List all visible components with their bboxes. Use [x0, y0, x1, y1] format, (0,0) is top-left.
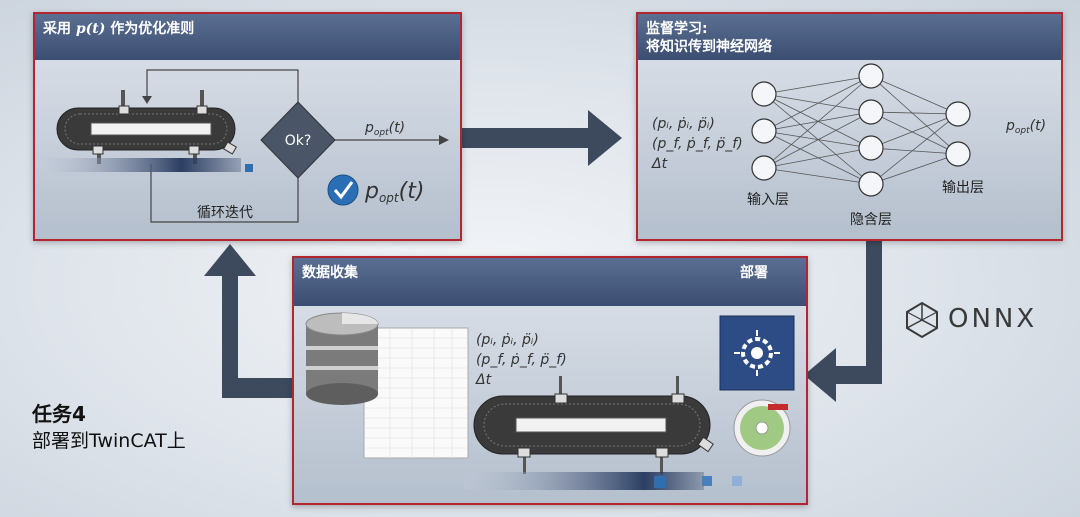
motion-strip	[41, 158, 241, 172]
nn-connections	[763, 75, 959, 185]
arrow-left-up	[204, 244, 294, 398]
database-icon	[305, 312, 379, 405]
input-param-3: Δt	[651, 156, 668, 172]
output-layer-label: 输出层	[942, 180, 984, 196]
twincat-disc-icon	[733, 399, 791, 457]
data-collection-title: 数据收集	[302, 265, 358, 281]
deploy-param-1: (pᵢ, ṗᵢ, p̈ᵢ)	[476, 332, 539, 348]
input-param-1: (pᵢ, ṗᵢ, p̈ᵢ)	[652, 116, 715, 132]
task-title: 任务4	[32, 402, 86, 426]
hidden-layer-label: 隐含层	[850, 212, 892, 228]
input-layer-label: 输入层	[747, 192, 789, 208]
loop-label: 循环迭代	[197, 205, 253, 221]
panel-supervised-title: 监督学习: 将知识传到神经网络	[638, 14, 1061, 60]
check-label: popt(t)	[364, 179, 424, 205]
panel-optimization-title: 采用 p(t) 作为优化准则	[35, 14, 460, 60]
optimization-diagram: Ok? popt(t) popt(t) 循环迭代	[41, 69, 449, 223]
spreadsheet-icon	[363, 327, 469, 459]
deployment-diagram: (pᵢ, ṗᵢ, p̈ᵢ) (p_f, ṗ_f, p̈_f) Δt	[305, 312, 795, 490]
arrow-down-left	[804, 240, 882, 402]
nn-nodes	[751, 63, 971, 197]
deploy-param-2: (p_f, ṗ_f, p̈_f)	[476, 352, 567, 368]
title-math: p(t)	[75, 21, 106, 37]
output-label: popt(t)	[364, 120, 405, 138]
decision-diamond	[260, 101, 336, 179]
input-param-2: (p_f, ṗ_f, p̈_f)	[652, 136, 743, 152]
panel-optimization: 采用 p(t) 作为优化准则	[33, 12, 462, 241]
onnx-label: ONNX	[948, 304, 1038, 334]
nn-output-label: popt(t)	[1005, 118, 1046, 136]
deploy-conveyor-track	[473, 376, 714, 474]
panel-deployment: 数据收集 部署 (pᵢ, ṗᵢ, p̈ᵢ) (p_f, ṗ_f, p̈_f)	[292, 256, 808, 505]
deploy-title: 部署	[740, 265, 768, 281]
panel-deployment-title: 数据收集 部署	[294, 258, 806, 306]
loop-top-line	[146, 69, 299, 116]
loop-bottom-line	[150, 164, 299, 223]
output-arrow-head	[439, 135, 449, 145]
onnx-logo-icon	[906, 301, 938, 339]
check-icon	[327, 174, 359, 206]
panel-supervised-learning: 监督学习: 将知识传到神经网络 (pᵢ, ṗᵢ, p̈ᵢ) (p_f, ṗ_f,…	[636, 12, 1063, 241]
deploy-param-3: Δt	[475, 372, 492, 388]
neural-network-diagram: (pᵢ, ṗᵢ, p̈ᵢ) (p_f, ṗ_f, p̈_f) Δt popt(t…	[651, 63, 1046, 228]
loop-arrow-head	[142, 96, 152, 104]
arrow-right	[462, 110, 622, 166]
deploy-motion-strip	[464, 472, 704, 490]
conveyor-track	[56, 90, 238, 164]
twincat-function-icon	[719, 315, 795, 391]
decision-label: Ok?	[285, 133, 312, 149]
task-subtitle: 部署到TwinCAT上	[32, 430, 186, 452]
